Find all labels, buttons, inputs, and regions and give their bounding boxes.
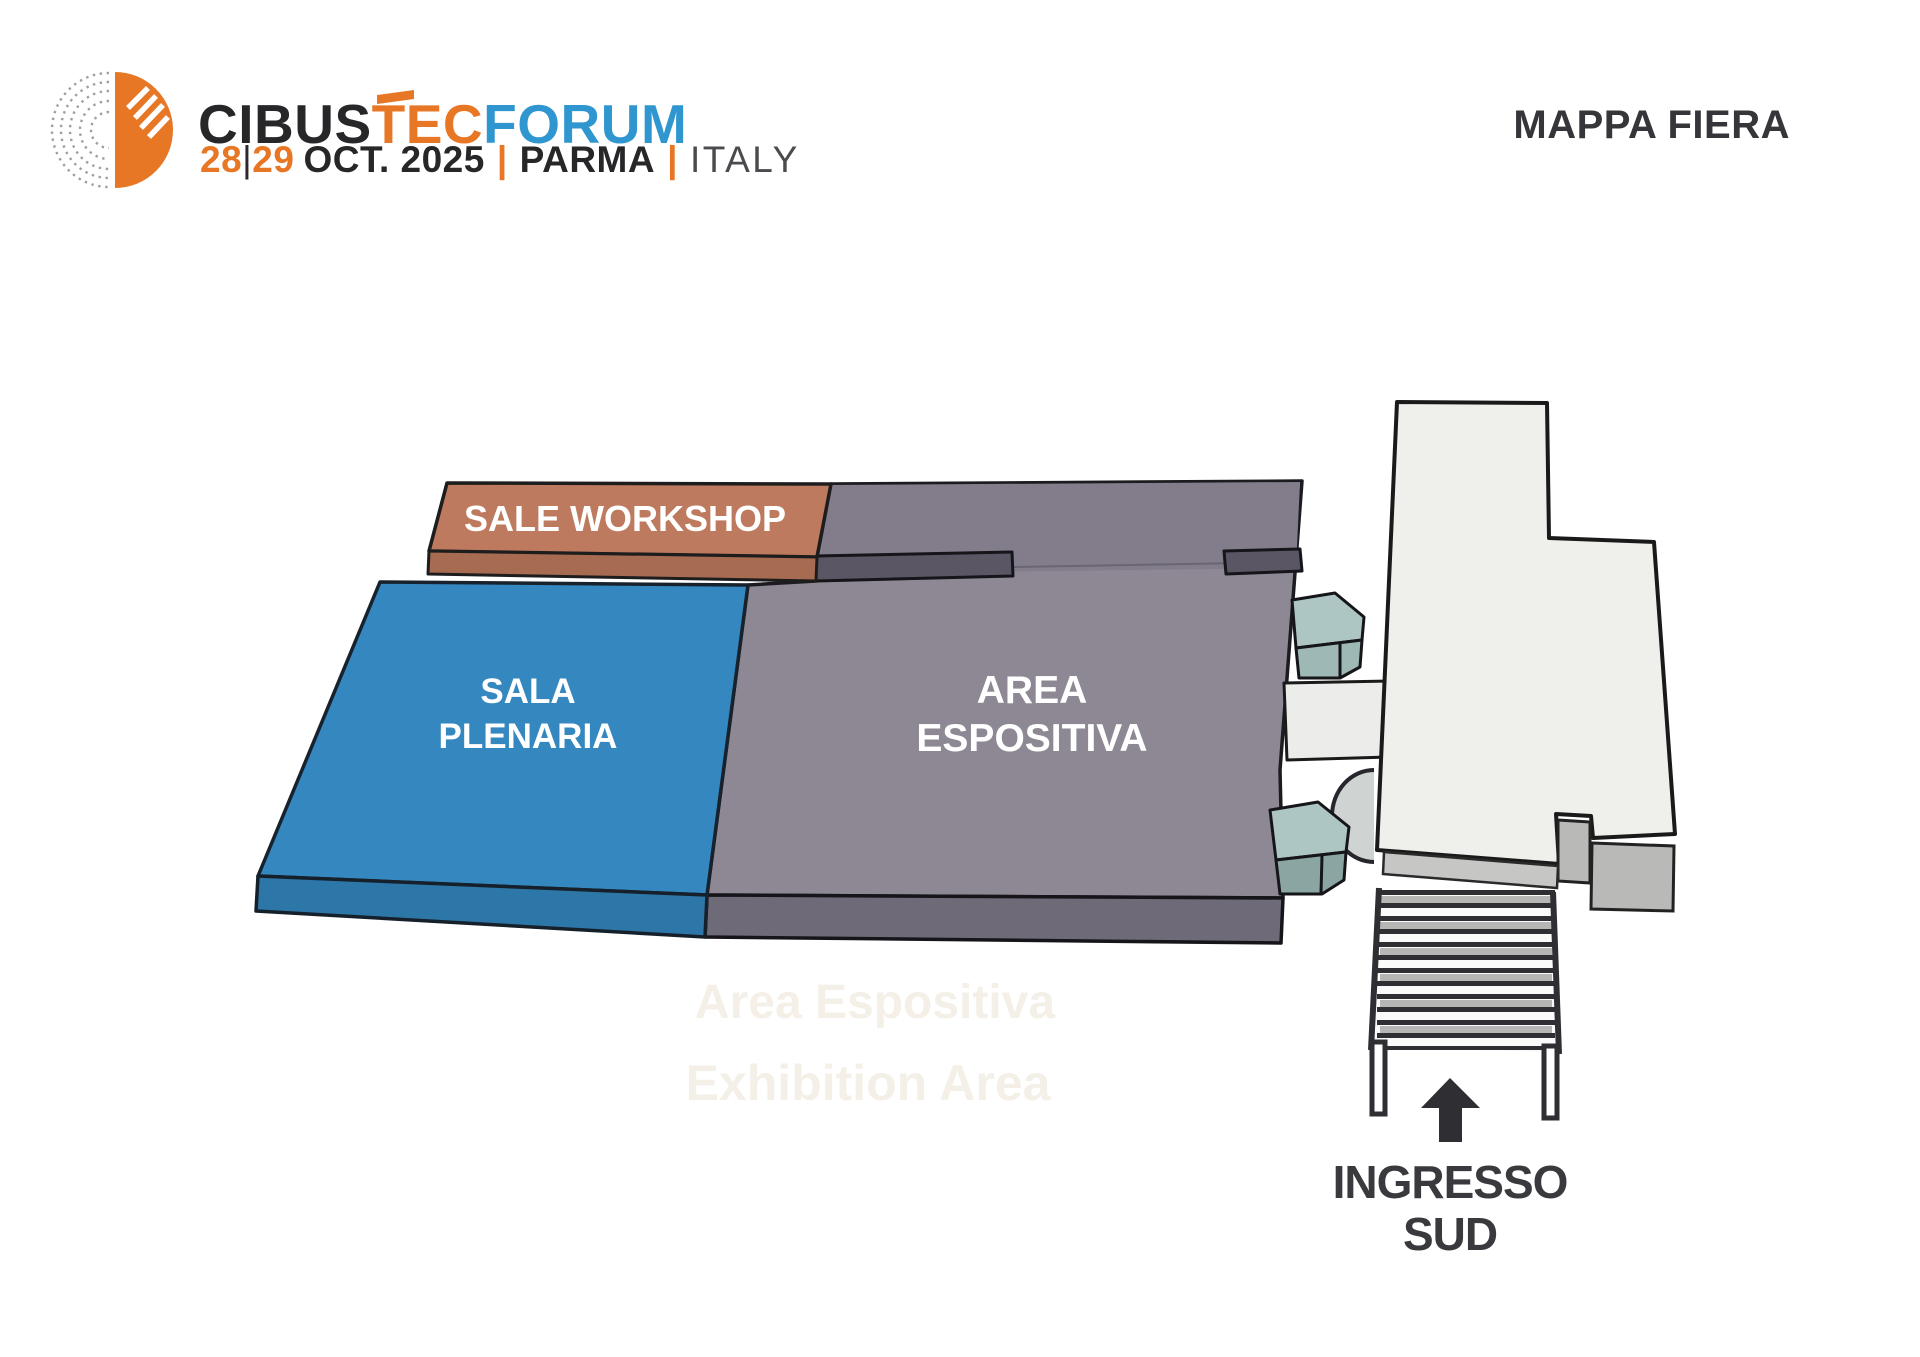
block-sale-workshop xyxy=(426,481,833,583)
hall-sala-plenaria xyxy=(254,580,750,939)
stairs-south-entrance xyxy=(1368,887,1562,1121)
connector-bridge xyxy=(1282,679,1392,762)
logo-dots-halfcircle-icon xyxy=(50,71,110,189)
kiosk-upper-front xyxy=(1294,638,1364,680)
label-area-espositiva: AREA ESPOSITIVA xyxy=(916,669,1147,760)
up-arrow-icon xyxy=(1421,1078,1480,1142)
svg-text:PLENARIA: PLENARIA xyxy=(439,717,618,756)
logo-word-cibus: CIBUS xyxy=(198,93,372,155)
svg-text:INGRESSO: INGRESSO xyxy=(1333,1156,1568,1208)
svg-text:SALA: SALA xyxy=(480,672,575,711)
logo-halfmoon-icon xyxy=(115,72,173,188)
walkway-ledge-short xyxy=(1222,547,1304,576)
expo-upper-strip xyxy=(818,482,1300,574)
kiosk-upper xyxy=(1290,591,1366,680)
workshop-front-face xyxy=(426,549,819,583)
hall-area-espositiva xyxy=(703,479,1304,945)
page-title: MAPPA FIERA xyxy=(1513,103,1790,147)
stair-leg-left xyxy=(1369,1039,1388,1117)
kiosk-lower-top xyxy=(1268,800,1351,862)
svg-text:Area Espositiva: Area Espositiva xyxy=(695,976,1055,1029)
logo-tec-tick xyxy=(377,90,414,104)
building-ingresso-sud xyxy=(1375,400,1677,913)
ingresso-sud-label: INGRESSO SUD xyxy=(1333,1156,1569,1260)
svg-text:Exhibition Area: Exhibition Area xyxy=(686,1055,1052,1111)
plenaria-front-face xyxy=(254,874,709,939)
label-sala-plenaria: SALA PLENARIA xyxy=(439,672,618,756)
svg-text:ESPOSITIVA: ESPOSITIVA xyxy=(916,717,1147,760)
label-sale-workshop: SALE WORKSHOP xyxy=(464,498,786,539)
svg-text:AREA: AREA xyxy=(977,669,1088,712)
building-terrace xyxy=(1381,850,1560,890)
walkway-ledge-long xyxy=(813,550,1015,583)
expo-front-face xyxy=(703,893,1285,945)
building-annex-large xyxy=(1589,841,1676,913)
logo-word-tec: TEC xyxy=(372,93,484,155)
building-annex-small xyxy=(1556,818,1592,885)
kiosk-lower xyxy=(1268,800,1351,896)
ghost-watermark: Area Espositiva Exhibition Area xyxy=(686,976,1056,1111)
kiosk-upper-top xyxy=(1290,591,1366,650)
kiosk-lower-front xyxy=(1274,850,1348,896)
svg-text:SUD: SUD xyxy=(1403,1208,1497,1260)
building-outline xyxy=(1375,400,1677,866)
logo-wordmark: CIBUSTECFORUM xyxy=(198,93,687,155)
logo-word-forum: FORUM xyxy=(483,93,687,155)
stair-leg-right xyxy=(1541,1043,1560,1121)
